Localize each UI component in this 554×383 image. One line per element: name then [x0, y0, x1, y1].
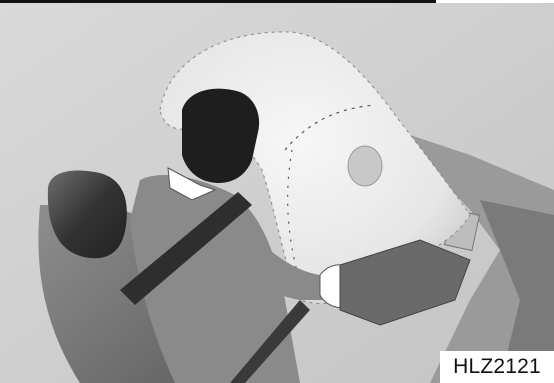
figure-code: HLZ2121 — [453, 355, 541, 379]
figure-code-box: HLZ2121 — [440, 351, 554, 383]
airbag-vent — [348, 146, 382, 186]
